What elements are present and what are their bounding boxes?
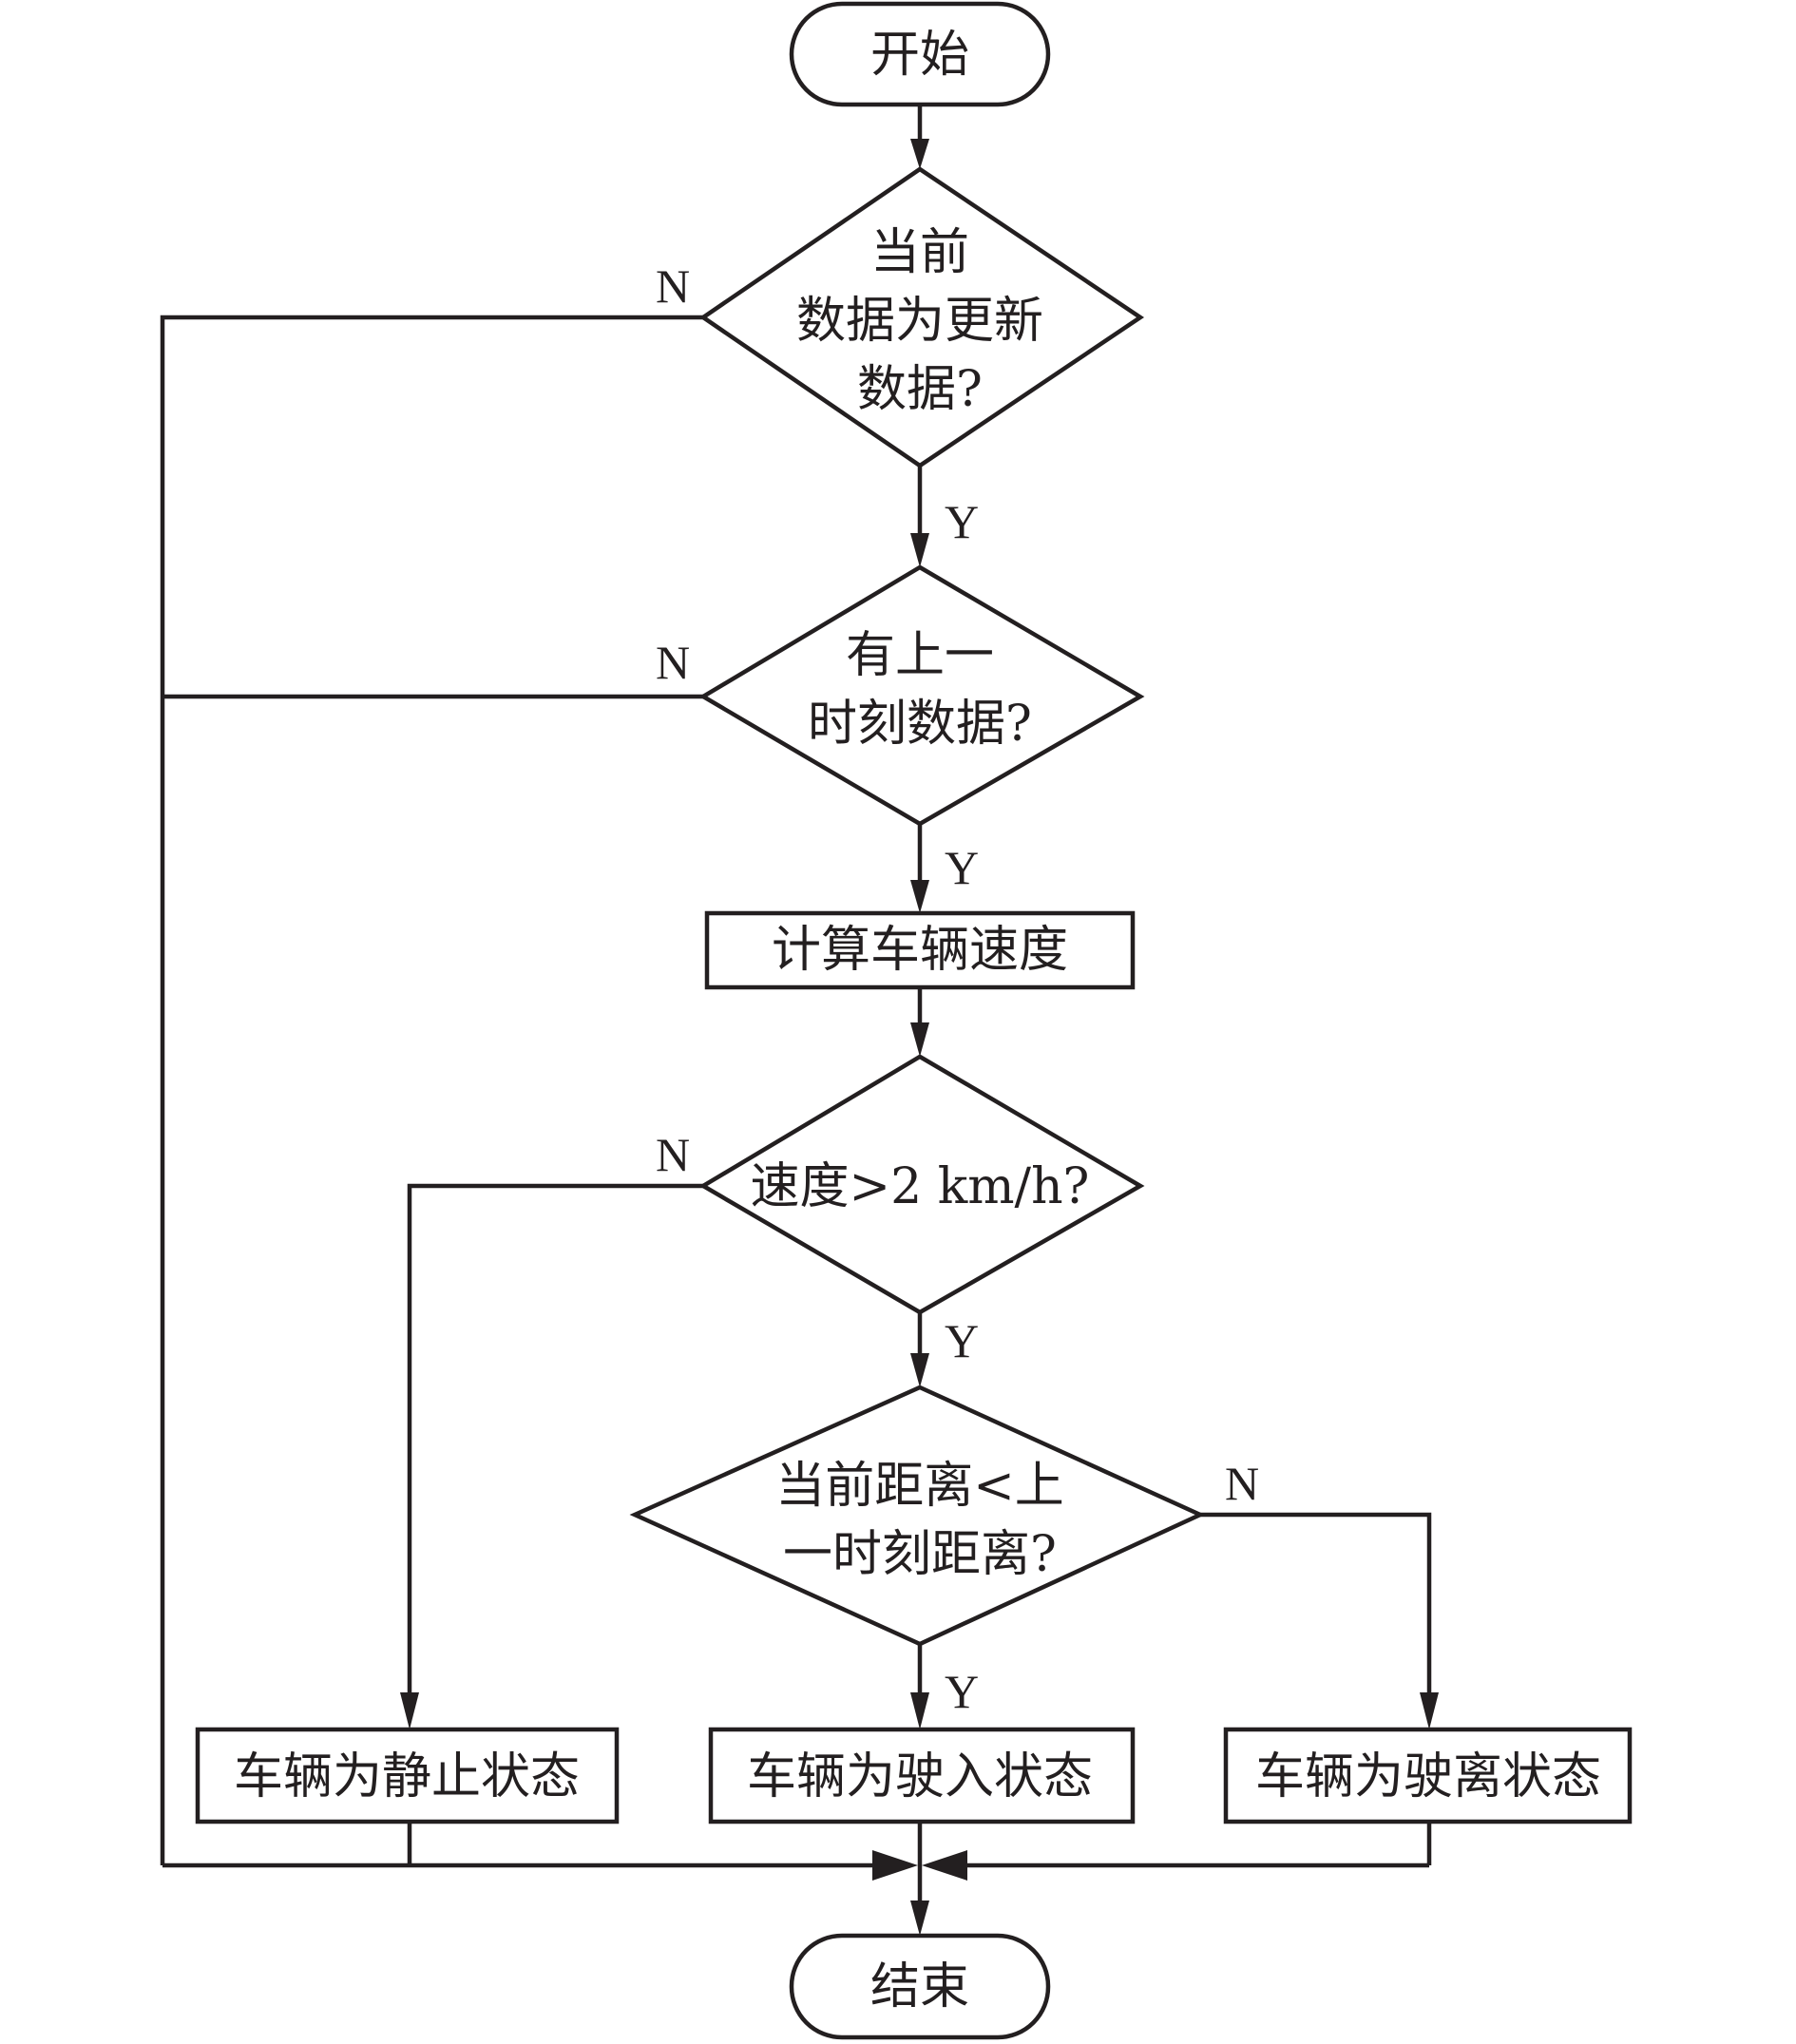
- edge-d3-d4: [910, 1312, 929, 1387]
- decision-1-line-3: 数据?: [857, 361, 983, 418]
- start-node: 开始: [789, 1, 1051, 107]
- arrowhead-right-merge: [922, 1850, 967, 1881]
- decision-1-line-2: 数据为更新: [796, 293, 1043, 350]
- arrowhead: [910, 1022, 929, 1057]
- decision-1-line-1: 当前: [870, 224, 969, 281]
- arrowhead: [910, 1353, 929, 1387]
- process-leaving: 车辆为驶离状态: [1223, 1727, 1633, 1824]
- process-3-label: 车辆为驶入状态: [747, 1748, 1093, 1805]
- process-stationary: 车辆为静止状态: [195, 1727, 620, 1824]
- edge-d3-p2: [400, 1183, 703, 1729]
- start-label: 开始: [870, 27, 969, 84]
- merge-bus: [162, 1822, 1432, 1936]
- process-3-box: [708, 1727, 1136, 1824]
- arrowhead-left-merge: [872, 1850, 918, 1881]
- end-label: 结束: [870, 1958, 969, 2015]
- process-entering: 车辆为驶入状态: [708, 1727, 1136, 1824]
- decision-4-yes-label: Y: [945, 1665, 979, 1718]
- decision-1-yes-label: Y: [945, 495, 979, 548]
- process-2-label: 车辆为静止状态: [234, 1748, 580, 1805]
- edge-start-d1: [910, 105, 929, 169]
- decision-4-no-label: N: [1225, 1457, 1259, 1510]
- decision-2-no-label: N: [656, 636, 690, 689]
- decision-3: 速度>2 km/h? N Y: [656, 1054, 1145, 1367]
- decision-2-line-2: 时刻数据?: [808, 696, 1032, 753]
- end-node: 结束: [789, 1933, 1051, 2040]
- arrowhead: [1420, 1692, 1439, 1729]
- process-4-label: 车辆为驶离状态: [1255, 1748, 1601, 1805]
- arrowhead: [910, 1692, 929, 1729]
- decision-4-line-1: 当前距离<上: [775, 1458, 1064, 1515]
- arrowhead: [910, 533, 929, 567]
- decision-3-line-1: 速度>2 km/h?: [751, 1158, 1090, 1215]
- arrowhead: [910, 880, 929, 913]
- decision-2-yes-label: Y: [945, 841, 979, 894]
- process-calc-speed: 计算车辆速度: [704, 910, 1136, 990]
- edge-no-loops: [160, 315, 703, 1865]
- decision-4-diamond: [629, 1385, 1206, 1647]
- decision-2: 有上一 时刻数据? N Y: [656, 564, 1145, 894]
- edge-d4-p3: [910, 1644, 929, 1729]
- process-4-box: [1223, 1727, 1633, 1824]
- edge-d2-p1: [910, 824, 929, 913]
- arrowhead: [910, 139, 929, 169]
- decision-4-line-2: 一时刻距离?: [783, 1526, 1057, 1583]
- decision-1: 当前 数据为更新 数据? N Y: [656, 166, 1145, 548]
- decision-4: 当前距离<上 一时刻距离? N Y: [629, 1385, 1259, 1718]
- process-2-box: [195, 1727, 620, 1824]
- arrowhead: [400, 1692, 419, 1729]
- process-1-box: [704, 910, 1136, 990]
- decision-1-no-label: N: [656, 259, 690, 313]
- edge-d1-d2: [910, 466, 929, 567]
- arrowhead-to-end: [910, 1901, 929, 1936]
- decision-2-line-1: 有上一: [846, 627, 994, 684]
- edge-p1-d3: [910, 987, 929, 1057]
- process-1-label: 计算车辆速度: [772, 922, 1068, 979]
- end-terminator-shape: [789, 1933, 1051, 2040]
- decision-3-no-label: N: [656, 1128, 690, 1181]
- edge-d4-p4: [1200, 1512, 1439, 1729]
- decision-3-yes-label: Y: [945, 1314, 979, 1367]
